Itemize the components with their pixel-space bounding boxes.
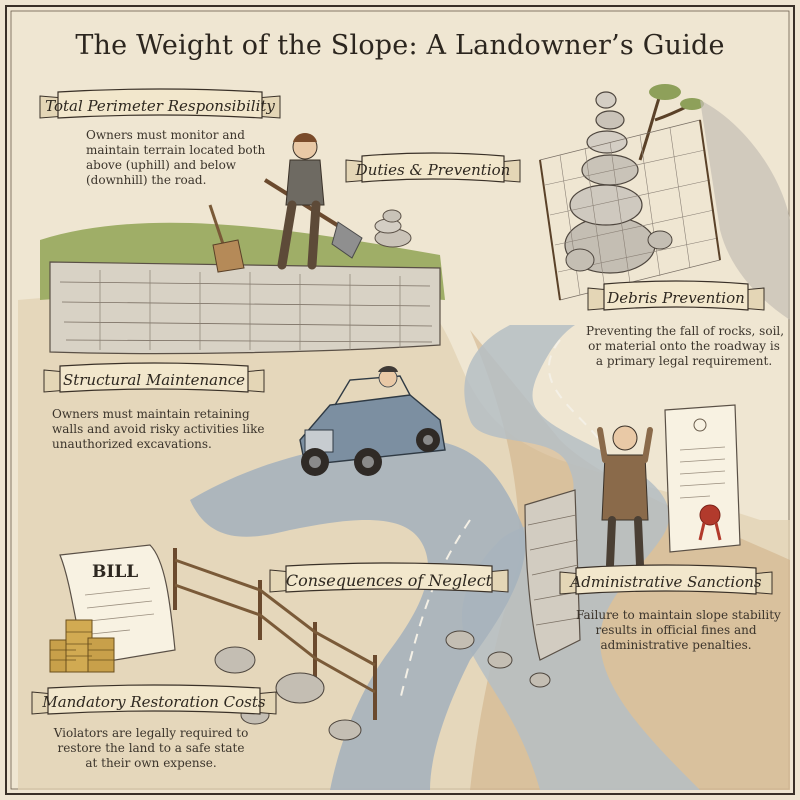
- ribbon-heading-total-perimeter: Total Perimeter Responsibility: [36, 86, 284, 126]
- description-line: unauthorized excavations.: [52, 437, 264, 452]
- ribbon-debris-prevention: Debris Prevention: [584, 278, 768, 318]
- ribbon-administrative-sanctions: Administrative Sanctions: [556, 562, 776, 602]
- description-line: Failure to maintain slope stability: [576, 608, 776, 623]
- description-line: results in official fines and: [576, 623, 776, 638]
- description-line: or material onto the roadway is: [586, 339, 782, 354]
- description-line: walls and avoid risky activities like: [52, 422, 264, 437]
- page-title: The Weight of the Slope: A Landowner’s G…: [0, 30, 800, 61]
- ribbon-heading-mandatory-restoration: Mandatory Restoration Costs: [28, 682, 280, 722]
- retaining-wall: [50, 262, 440, 354]
- ribbon-mandatory-restoration: Mandatory Restoration Costs: [28, 682, 280, 722]
- ribbon-total-perimeter: Total Perimeter Responsibility: [36, 86, 284, 126]
- description-total-perimeter: Owners must monitor and maintain terrain…: [86, 128, 265, 188]
- ribbon-heading-debris-prevention: Debris Prevention: [584, 278, 768, 318]
- description-structural-maintenance: Owners must maintain retaining walls and…: [52, 407, 264, 452]
- description-line: administrative penalties.: [576, 638, 776, 653]
- description-line: restore the land to a safe state: [46, 741, 256, 756]
- ribbon-structural-maintenance: Structural Maintenance: [40, 360, 268, 400]
- ribbon-duties-prevention: Duties & Prevention: [342, 150, 524, 190]
- description-line: (downhill) the road.: [86, 173, 265, 188]
- ribbon-heading-structural-maintenance: Structural Maintenance: [40, 360, 268, 400]
- description-line: maintain terrain located both: [86, 143, 265, 158]
- description-administrative-sanctions: Failure to maintain slope stability resu…: [576, 608, 776, 653]
- description-line: Violators are legally required to: [46, 726, 256, 741]
- bill-label: BILL: [92, 562, 138, 582]
- ribbon-heading-administrative-sanctions: Administrative Sanctions: [556, 562, 776, 602]
- ribbon-heading-consequences-neglect: Consequences of Neglect: [266, 560, 512, 600]
- description-mandatory-restoration: Violators are legally required to restor…: [46, 726, 256, 771]
- description-line: a primary legal requirement.: [586, 354, 782, 369]
- description-line: at their own expense.: [46, 756, 256, 771]
- description-line: above (uphill) and below: [86, 158, 265, 173]
- description-debris-prevention: Preventing the fall of rocks, soil, or m…: [586, 324, 782, 369]
- ribbon-heading-duties-prevention: Duties & Prevention: [342, 150, 524, 190]
- description-line: Owners must maintain retaining: [52, 407, 264, 422]
- ribbon-consequences-neglect: Consequences of Neglect: [266, 560, 512, 600]
- description-line: Owners must monitor and: [86, 128, 265, 143]
- description-line: Preventing the fall of rocks, soil,: [586, 324, 782, 339]
